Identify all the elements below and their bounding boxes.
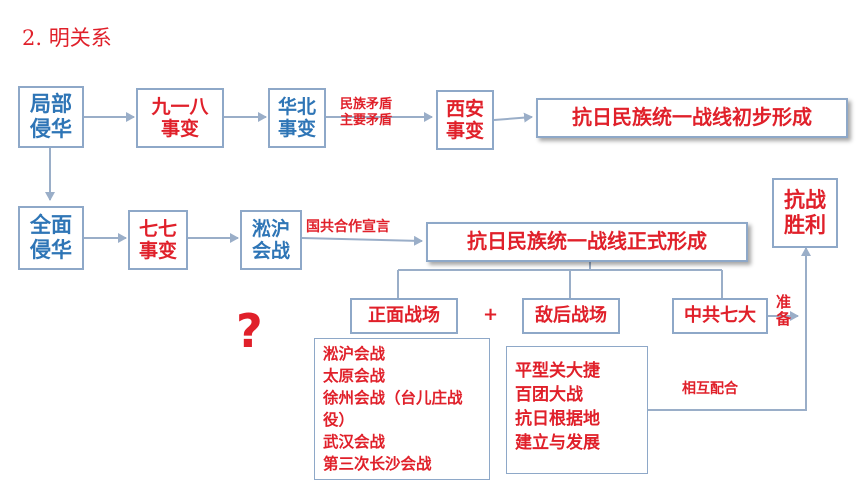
list-item: 百团大战: [515, 385, 583, 406]
box-xian-incident: 西安事变: [436, 90, 494, 150]
list-item: 平型关大捷: [515, 361, 600, 381]
line-2: 事变: [160, 118, 199, 140]
line-2: 主要矛盾: [340, 113, 393, 129]
box-sept18-incident: 九一八事变: [136, 88, 224, 148]
box-victory: 抗战胜利: [772, 178, 838, 248]
label-cooperate: 相互配合: [682, 381, 738, 397]
line-2: 胜利: [784, 213, 826, 237]
arrow-rear-to-victory: [648, 247, 811, 411]
line-2: 事变: [445, 120, 484, 142]
label-declaration: 国共合作宣言: [306, 219, 390, 235]
list-item: 淞沪会战: [323, 345, 386, 363]
plus-sign: +: [483, 304, 499, 325]
box-songhu-battle: 淞沪会战: [240, 210, 302, 270]
line-1: 全面: [30, 213, 72, 238]
box-front-formal: 抗日民族统一战线正式形成: [426, 222, 748, 262]
label-prepare: 准 备: [776, 293, 792, 329]
question-mark: ?: [236, 304, 263, 358]
line-1: 局部: [30, 92, 72, 117]
line-1: 西安: [445, 97, 484, 120]
line-1: 准: [776, 293, 792, 311]
list-item: 建立与发展: [515, 433, 600, 454]
label-contradiction: 民族矛盾 主要矛盾: [340, 97, 392, 130]
box-july7-incident: 七七事变: [128, 210, 188, 270]
list-item: 第三次长沙会战: [323, 455, 432, 473]
list-item: 抗日根据地: [515, 409, 600, 430]
box-north-china-incident: 华北事变: [268, 88, 326, 148]
list-item: 太原会战: [323, 367, 386, 385]
box-front-initial: 抗日民族统一战线初步形成: [536, 98, 848, 138]
box-full-invasion: 全面侵华: [18, 206, 84, 270]
line-1: 九一八: [151, 95, 209, 118]
line-2: 事变: [277, 118, 316, 140]
arrow-songhu-to-front: [301, 235, 423, 246]
line-2: 侵华: [30, 238, 72, 262]
box-local-invasion: 局部侵华: [18, 86, 84, 148]
arrow-xian-to-front: [493, 112, 533, 123]
box-ccp-7th-congress: 中共七大: [672, 298, 768, 334]
line-1: 抗战: [784, 188, 826, 213]
line-2: 侵华: [30, 117, 72, 141]
box-rear-battlefield: 敌后战场: [522, 298, 620, 334]
line-2: 备: [776, 310, 792, 329]
rear-battles-list: 平型关大捷 百团大战 抗日根据地 建立与发展: [506, 346, 648, 474]
line-1: 华北: [277, 95, 316, 118]
line-1: 七七: [138, 217, 177, 240]
list-item: 徐州会战（台儿庄战役）: [323, 389, 463, 429]
list-item: 武汉会战: [323, 433, 386, 451]
line-2: 会战: [251, 240, 290, 262]
box-frontal-battlefield: 正面战场: [350, 298, 458, 334]
frontal-battles-list: 淞沪会战 太原会战 徐州会战（台儿庄战役） 武汉会战 第三次长沙会战: [314, 338, 490, 480]
line-2: 事变: [138, 240, 177, 262]
page-title: 2. 明关系: [22, 26, 112, 50]
line-1: 淞沪: [251, 217, 290, 240]
line-1: 民族矛盾: [340, 97, 393, 112]
